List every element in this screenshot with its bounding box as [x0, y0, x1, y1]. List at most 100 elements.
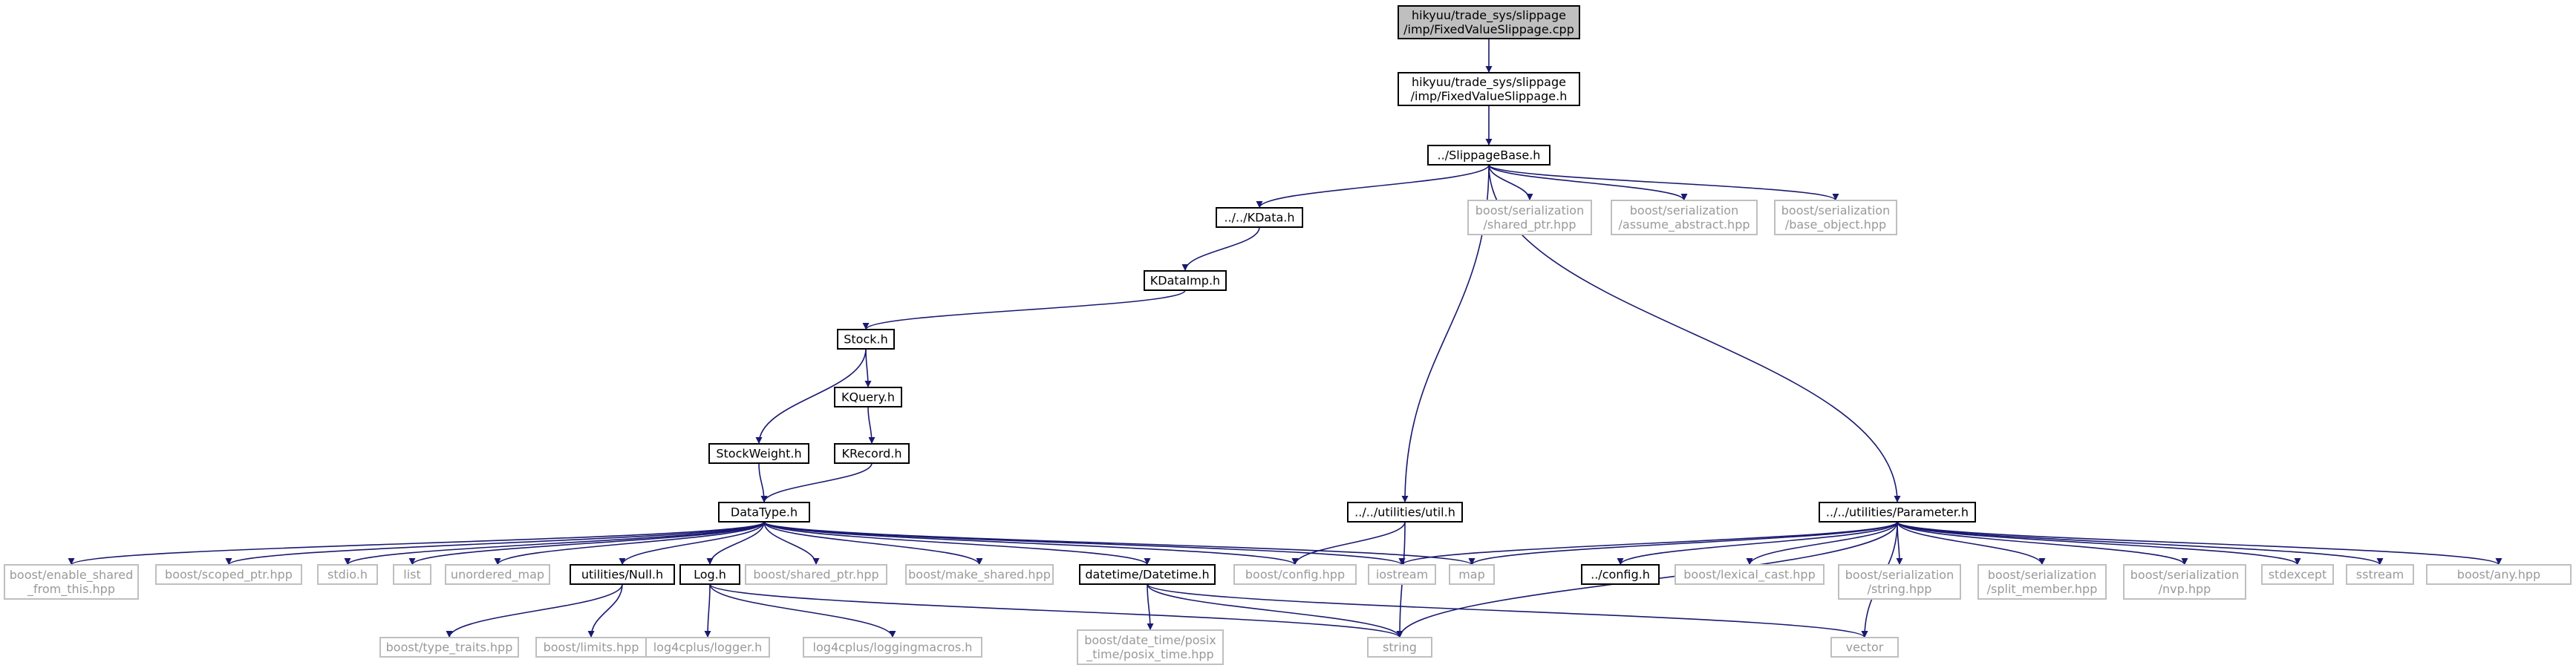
edge-param-to-iostream: [1398, 521, 1898, 566]
edge-null-to-limits: [587, 583, 623, 638]
node-label-line: stdio.h: [327, 567, 368, 581]
edge-dt-to-string: [1147, 583, 1403, 638]
node-bany[interactable]: boost/any.hpp: [2426, 564, 2572, 585]
edge-dt-to-posix: [1147, 583, 1154, 631]
node-box: [708, 443, 809, 464]
node-box: [1079, 564, 1216, 585]
node-esft[interactable]: boost/enable_shared_from_this.hpp: [4, 564, 139, 600]
node-krecord[interactable]: KRecord.h: [834, 443, 910, 464]
edge-stock-to-kquery: [864, 348, 872, 388]
node-string[interactable]: string: [1367, 637, 1432, 658]
node-label-line: ../../KData.h: [1224, 210, 1294, 224]
node-box: [1427, 145, 1551, 166]
node-config[interactable]: ../config.h: [1581, 564, 1660, 585]
node-ser_str[interactable]: boost/serialization/string.hpp: [1838, 564, 1961, 600]
node-label-line: unordered_map: [451, 567, 544, 582]
node-slipbase[interactable]: ../SlippageBase.h: [1427, 145, 1551, 166]
node-label-line: boost/type_traits.hpp: [386, 640, 513, 655]
node-scoped[interactable]: boost/scoped_ptr.hpp: [155, 564, 302, 585]
node-label-line: StockWeight.h: [716, 446, 801, 460]
node-box: [570, 564, 675, 585]
node-kdata[interactable]: ../../KData.h: [1216, 207, 1303, 228]
node-label-line: sstream: [2356, 567, 2404, 581]
node-bms[interactable]: boost/make_shared.hpp: [905, 564, 1054, 585]
node-box: [1449, 564, 1495, 585]
node-box: [718, 502, 810, 523]
node-label-line: ../../utilities/Parameter.h: [1826, 505, 1969, 519]
node-ser_split[interactable]: boost/serialization/split_member.hpp: [1977, 564, 2107, 600]
node-ser_nvp[interactable]: boost/serialization/nvp.hpp: [2123, 564, 2246, 600]
node-dt[interactable]: datetime/Datetime.h: [1079, 564, 1216, 585]
node-label-line: Stock.h: [844, 332, 888, 346]
node-box: [1233, 564, 1357, 585]
node-param[interactable]: ../../utilities/Parameter.h: [1819, 502, 1976, 523]
node-label-line: utilities/Null.h: [581, 567, 663, 581]
node-list[interactable]: list: [393, 564, 431, 585]
node-label-line: _from_this.hpp: [27, 582, 115, 597]
node-box: [1368, 564, 1436, 585]
node-label-line: Log.h: [694, 567, 726, 581]
node-logmacros[interactable]: log4cplus/loggingmacros.h: [803, 637, 982, 658]
node-box: [155, 564, 302, 585]
node-box: [2261, 564, 2334, 585]
node-lexcast[interactable]: boost/lexical_cast.hpp: [1675, 564, 1825, 585]
node-box: [317, 564, 378, 585]
node-stockw[interactable]: StockWeight.h: [708, 443, 809, 464]
node-datatype[interactable]: DataType.h: [718, 502, 810, 523]
node-box: [837, 329, 895, 350]
node-label-line: boost/serialization: [1988, 568, 2096, 582]
node-kdataimp[interactable]: KDataImp.h: [1144, 270, 1227, 291]
edge-datatype-to-bms: [763, 521, 983, 566]
edge-datatype-to-bsp: [763, 521, 820, 566]
node-ser_bo[interactable]: boost/serialization/base_object.hpp: [1774, 200, 1897, 235]
node-ser_sp[interactable]: boost/serialization/shared_ptr.hpp: [1467, 200, 1592, 235]
node-box: [803, 637, 982, 658]
node-box: [1467, 200, 1592, 235]
node-stdio[interactable]: stdio.h: [317, 564, 378, 585]
edge-kdataimp-to-stock: [862, 289, 1186, 330]
node-limits[interactable]: boost/limits.hpp: [535, 637, 647, 658]
node-root[interactable]: hikyuu/trade_sys/slippage/imp/FixedValue…: [1398, 5, 1580, 39]
node-label-line: iostream: [1376, 567, 1428, 581]
node-fvs_h[interactable]: hikyuu/trade_sys/slippage/imp/FixedValue…: [1398, 72, 1580, 106]
node-box: [1830, 637, 1899, 658]
node-label-line: boost/date_time/posix: [1084, 633, 1216, 648]
node-posix[interactable]: boost/date_time/posix_time/posix_time.hp…: [1077, 629, 1224, 665]
node-kquery[interactable]: KQuery.h: [834, 387, 902, 407]
node-label-line: ../../utilities/util.h: [1354, 505, 1455, 519]
node-umap[interactable]: unordered_map: [445, 564, 550, 585]
node-label-line: boost/enable_shared: [10, 568, 133, 583]
edge-datatype-to-null: [619, 521, 765, 566]
node-label-line: KDataImp.h: [1150, 273, 1220, 287]
node-box: [445, 564, 550, 585]
node-map[interactable]: map: [1449, 564, 1495, 585]
edge-util-to-bconfig: [1291, 521, 1406, 566]
node-util[interactable]: ../../utilities/util.h: [1347, 502, 1463, 523]
node-label-line: vector: [1846, 640, 1884, 654]
edge-log-to-logger: [704, 583, 711, 638]
node-label-line: datetime/Datetime.h: [1085, 567, 1209, 581]
node-bsp[interactable]: boost/shared_ptr.hpp: [745, 564, 887, 585]
node-bconfig[interactable]: boost/config.hpp: [1233, 564, 1357, 585]
edge-param-to-map: [1468, 521, 1898, 566]
edge-param-to-lexcast: [1746, 521, 1898, 566]
node-sstream[interactable]: sstream: [2346, 564, 2414, 585]
node-label-line: ../config.h: [1591, 567, 1650, 581]
node-label-line: /string.hpp: [1868, 582, 1932, 596]
node-typetraits[interactable]: boost/type_traits.hpp: [379, 637, 519, 658]
node-label-line: log4cplus/loggingmacros.h: [813, 640, 973, 654]
node-label-line: boost/serialization: [1476, 203, 1584, 217]
node-ser_aa[interactable]: boost/serialization/assume_abstract.hpp: [1611, 200, 1758, 235]
node-log[interactable]: Log.h: [679, 564, 740, 585]
node-null[interactable]: utilities/Null.h: [570, 564, 675, 585]
node-label-line: /base_object.hpp: [1785, 217, 1886, 232]
node-stock[interactable]: Stock.h: [837, 329, 895, 350]
edge-param-to-ser_nvp: [1897, 521, 2188, 566]
edge-slipbase-to-ser_aa: [1488, 164, 1688, 201]
node-vector[interactable]: vector: [1830, 637, 1899, 658]
node-logger[interactable]: log4cplus/logger.h: [645, 637, 770, 658]
node-box: [1581, 564, 1660, 585]
node-iostream[interactable]: iostream: [1368, 564, 1436, 585]
node-stdexcept[interactable]: stdexcept: [2261, 564, 2334, 585]
edge-datatype-to-scoped: [225, 521, 765, 566]
